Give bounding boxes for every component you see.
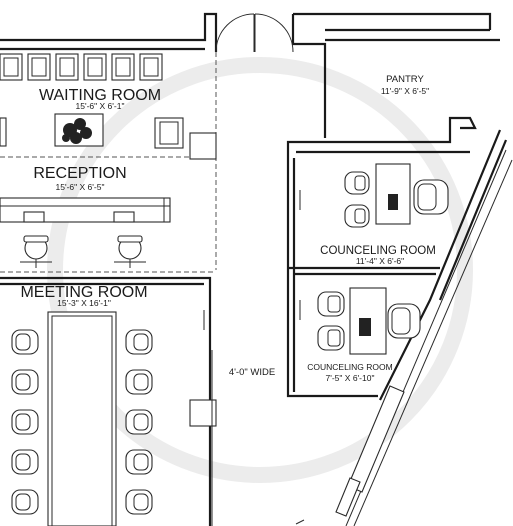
meeting-table: [47, 311, 117, 526]
entrance-double-door: [215, 13, 294, 53]
meeting-room-walls: [0, 276, 217, 526]
reception-dims: 15'-6" X 6'-5": [56, 182, 105, 192]
meeting-room-name: MEETING ROOM: [20, 284, 147, 301]
waiting-room-furniture: [0, 113, 217, 160]
window-benches: [0, 53, 163, 81]
waiting-room-dims: 15'-6" X 6'-1": [76, 101, 125, 111]
dashed-room-boundaries: [0, 52, 217, 273]
plant-icon: [62, 118, 92, 144]
counseling-2-name: COUNCELING ROOM: [307, 362, 392, 372]
exterior-walls: [0, 12, 500, 154]
meeting-room-dims: 15'-3" X 16'-1": [57, 298, 111, 308]
pantry-dims: 11'-9" X 6'-5": [381, 86, 429, 96]
meeting-chairs-left: [11, 329, 39, 515]
counseling-1-name: COUNCELING ROOM: [320, 245, 436, 257]
pantry-name: PANTRY: [386, 74, 424, 85]
reception-chair-left: [20, 235, 52, 268]
reception-desk: [0, 197, 171, 223]
counseling-1-furniture: [344, 163, 449, 228]
counseling-2-furniture: [317, 287, 421, 355]
waiting-room-name: WAITING ROOM: [39, 87, 161, 104]
reception-name: RECEPTION: [33, 165, 126, 182]
counseling-1-dims: 11'-4" X 6'-6": [356, 256, 404, 266]
corridor-width-label: 4'-0" WIDE: [229, 367, 275, 378]
meeting-chairs-right: [125, 329, 153, 515]
counseling-2-dims: 7'-5" X 6'-10": [326, 373, 375, 383]
labels: WAITING ROOM 15'-6" X 6'-1" RECEPTION 15…: [20, 74, 435, 383]
reception-chair-right: [114, 235, 146, 268]
lower-diagonal-wall: [295, 385, 405, 525]
